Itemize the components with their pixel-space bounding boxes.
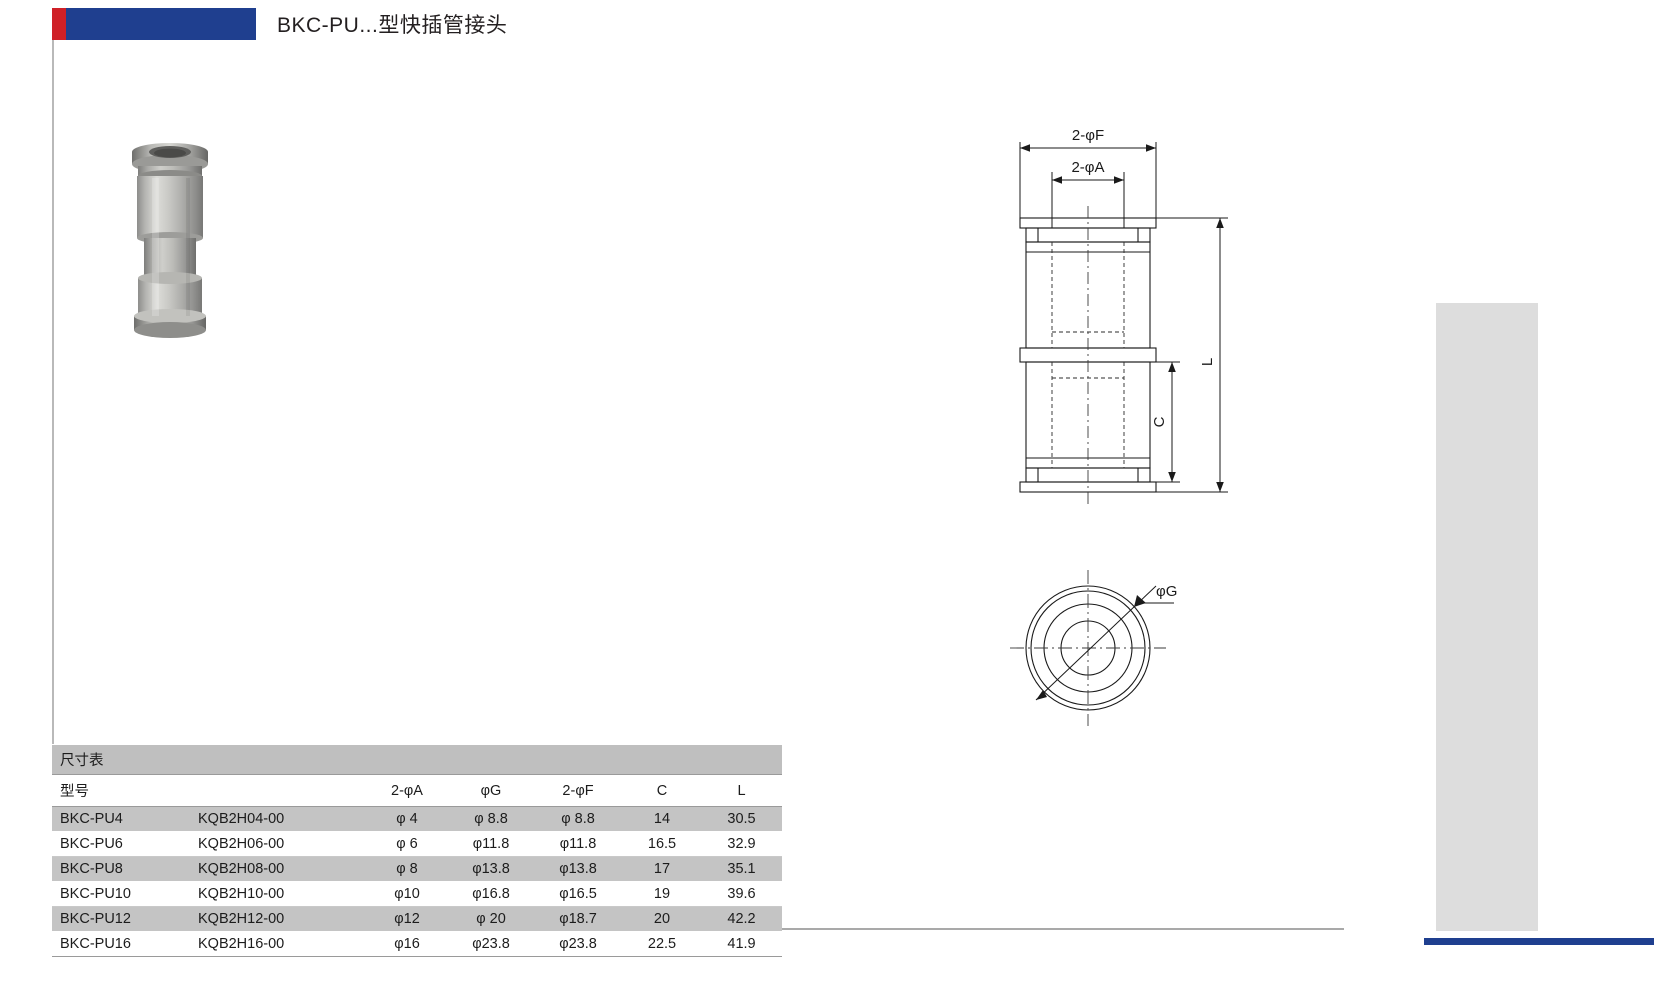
dimension-table-container: 尺寸表 型号 2-φA φG 2-φF C L BKC-PU4 [52, 744, 782, 957]
column-header-c: C [623, 774, 701, 807]
cell-g: φ16.8 [449, 881, 533, 907]
cell-l: 32.9 [701, 831, 782, 857]
product-photo-illustration [132, 143, 208, 338]
cell-a: φ16 [365, 931, 449, 957]
table-row: BKC-PU10 KQB2H10-00 φ10 φ16.8 φ16.5 19 3… [52, 881, 782, 907]
cell-model: BKC-PU10 [52, 881, 190, 907]
cell-l: 30.5 [701, 806, 782, 832]
footer-blue-bar [1424, 938, 1654, 945]
cell-c: 14 [623, 806, 701, 832]
cell-code: KQB2H04-00 [190, 806, 365, 832]
cell-a: φ12 [365, 906, 449, 932]
header-red-accent-bar [52, 8, 66, 40]
cell-code: KQB2H06-00 [190, 831, 365, 857]
table-row: BKC-PU16 KQB2H16-00 φ16 φ23.8 φ23.8 22.5… [52, 931, 782, 957]
dimension-table: 尺寸表 型号 2-φA φG 2-φF C L BKC-PU4 [52, 744, 782, 957]
technical-drawing-svg: 2-φF 2-φA L [1010, 127, 1228, 726]
cell-c: 19 [623, 881, 701, 907]
cell-c: 16.5 [623, 831, 701, 857]
cell-f: φ23.8 [533, 931, 623, 957]
cell-a: φ10 [365, 881, 449, 907]
cell-model: BKC-PU16 [52, 931, 190, 957]
table-row: BKC-PU12 KQB2H12-00 φ12 φ 20 φ18.7 20 42… [52, 906, 782, 932]
cell-l: 35.1 [701, 856, 782, 882]
header-blue-bar [66, 8, 256, 40]
cell-model: BKC-PU8 [52, 856, 190, 882]
cell-model: BKC-PU4 [52, 806, 190, 832]
cell-l: 41.9 [701, 931, 782, 957]
page-title: BKC-PU...型快插管接头 [277, 14, 508, 37]
left-vertical-rule [52, 40, 54, 752]
cell-g: φ13.8 [449, 856, 533, 882]
product-photo [108, 130, 232, 342]
table-header: 型号 2-φA φG 2-φF C L [52, 774, 782, 807]
table-header-row: 型号 2-φA φG 2-φF C L [52, 774, 782, 807]
cell-f: φ13.8 [533, 856, 623, 882]
table-row: BKC-PU8 KQB2H08-00 φ 8 φ13.8 φ13.8 17 35… [52, 856, 782, 882]
cell-a: φ 8 [365, 856, 449, 882]
cell-code: KQB2H12-00 [190, 906, 365, 932]
cell-model: BKC-PU6 [52, 831, 190, 857]
cell-a: φ 4 [365, 806, 449, 832]
table-caption: 尺寸表 [52, 744, 782, 774]
dimension-label-overall-length: L [1199, 358, 1216, 366]
cell-c: 22.5 [623, 931, 701, 957]
table-row: BKC-PU6 KQB2H06-00 φ 6 φ11.8 φ11.8 16.5 … [52, 831, 782, 857]
cell-l: 39.6 [701, 881, 782, 907]
cell-code: KQB2H08-00 [190, 856, 365, 882]
cell-g: φ 8.8 [449, 806, 533, 832]
table-row: BKC-PU4 KQB2H04-00 φ 4 φ 8.8 φ 8.8 14 30… [52, 806, 782, 832]
column-header-g: φG [449, 774, 533, 807]
column-header-a: 2-φA [365, 774, 449, 807]
column-header-model: 型号 [52, 774, 190, 807]
cell-f: φ16.5 [533, 881, 623, 907]
cell-code: KQB2H16-00 [190, 931, 365, 957]
column-header-l: L [701, 774, 782, 807]
cell-code: KQB2H10-00 [190, 881, 365, 907]
column-header-f: 2-φF [533, 774, 623, 807]
cell-l: 42.2 [701, 906, 782, 932]
cell-f: φ18.7 [533, 906, 623, 932]
table-body: BKC-PU4 KQB2H04-00 φ 4 φ 8.8 φ 8.8 14 30… [52, 806, 782, 957]
column-header-code [190, 774, 365, 807]
dimension-label-tube-bore: 2-φA [1071, 159, 1104, 176]
cell-a: φ 6 [365, 831, 449, 857]
cell-c: 20 [623, 906, 701, 932]
cell-g: φ 20 [449, 906, 533, 932]
cell-c: 17 [623, 856, 701, 882]
right-gray-panel [1436, 303, 1538, 931]
cell-model: BKC-PU12 [52, 906, 190, 932]
dimension-label-outer-diameter: 2-φF [1072, 127, 1104, 144]
technical-drawing: 2-φF 2-φA L [960, 100, 1290, 740]
cell-g: φ11.8 [449, 831, 533, 857]
dimension-label-end-view-diameter: φG [1156, 583, 1177, 600]
dimension-label-body-length: C [1151, 416, 1168, 427]
cell-g: φ23.8 [449, 931, 533, 957]
cell-f: φ11.8 [533, 831, 623, 857]
cell-f: φ 8.8 [533, 806, 623, 832]
